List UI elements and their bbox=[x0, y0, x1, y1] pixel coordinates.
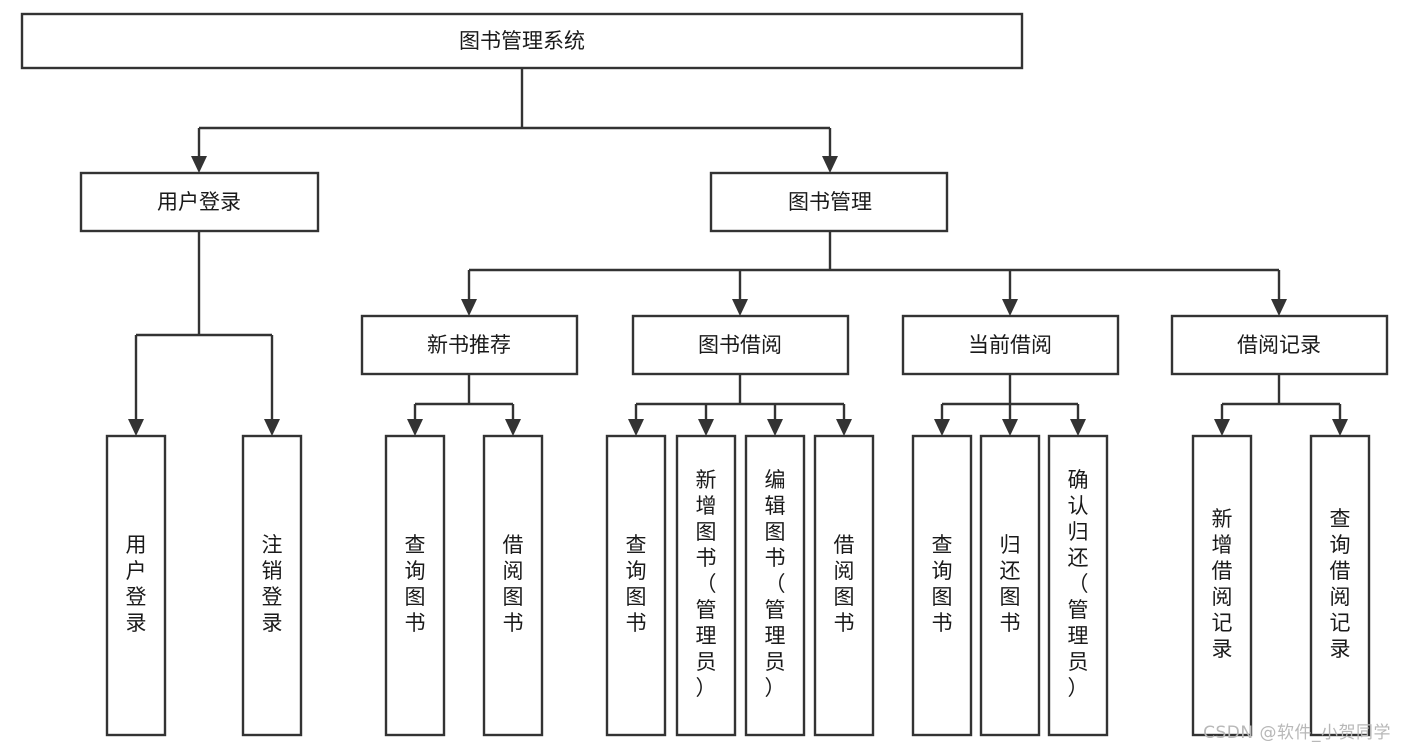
node-leaf-query-book-2[interactable]: 查询图书 bbox=[605, 434, 667, 737]
arrow-head-leaf-add-book bbox=[698, 419, 714, 436]
node-leaf-query-book-3-box[interactable] bbox=[911, 434, 973, 737]
node-leaf-return-book-label: 归还图书 bbox=[1000, 533, 1021, 635]
node-new-book-recommend-label: 新书推荐 bbox=[427, 333, 511, 357]
arrow-head-leaf-confirm-return bbox=[1070, 419, 1086, 436]
node-leaf-user-login-label: 用户登录 bbox=[126, 533, 147, 635]
node-leaf-edit-book-box[interactable] bbox=[744, 434, 806, 737]
node-leaf-confirm-return-label: 确认归还（管理员） bbox=[1068, 468, 1089, 700]
arrow-head-borrow-record bbox=[1271, 299, 1287, 316]
arrow-head-leaf-borrow-book-1 bbox=[505, 419, 521, 436]
node-leaf-edit-book-label: 编辑图书（管理员） bbox=[765, 468, 786, 700]
node-user-login-label: 用户登录 bbox=[157, 190, 241, 214]
node-leaf-add-book-box[interactable] bbox=[675, 434, 737, 737]
node-leaf-borrow-book-1-label: 借阅图书 bbox=[503, 533, 524, 635]
node-leaf-user-logout-box[interactable] bbox=[241, 434, 303, 737]
node-borrow-record[interactable]: 借阅记录 bbox=[1170, 314, 1389, 376]
node-current-borrow-box[interactable] bbox=[901, 314, 1120, 376]
arrow-head-leaf-return-book bbox=[1002, 419, 1018, 436]
node-leaf-add-record-label: 新增借阅记录 bbox=[1212, 507, 1233, 661]
node-leaf-query-record[interactable]: 查询借阅记录 bbox=[1309, 434, 1371, 737]
node-leaf-return-book-box[interactable] bbox=[979, 434, 1041, 737]
node-book-manage-label: 图书管理 bbox=[788, 190, 872, 214]
node-leaf-confirm-return[interactable]: 确认归还（管理员） bbox=[1047, 434, 1109, 737]
arrow-head-leaf-borrow-book-2 bbox=[836, 419, 852, 436]
node-book-manage[interactable]: 图书管理 bbox=[709, 171, 949, 233]
node-leaf-add-book[interactable]: 新增图书（管理员） bbox=[675, 434, 737, 737]
node-book-borrow-label: 图书借阅 bbox=[698, 333, 782, 357]
arrow-head-current-borrow bbox=[1002, 299, 1018, 316]
arrow-head-leaf-query-book-3 bbox=[934, 419, 950, 436]
node-current-borrow[interactable]: 当前借阅 bbox=[901, 314, 1120, 376]
node-leaf-borrow-book-2[interactable]: 借阅图书 bbox=[813, 434, 875, 737]
node-book-borrow-box[interactable] bbox=[631, 314, 850, 376]
arrow-head-book-borrow bbox=[732, 299, 748, 316]
node-leaf-query-book-3-label: 查询图书 bbox=[932, 533, 953, 635]
arrow-head-leaf-add-record bbox=[1214, 419, 1230, 436]
node-leaf-user-logout-label: 注销登录 bbox=[262, 533, 283, 635]
node-leaf-borrow-book-2-box[interactable] bbox=[813, 434, 875, 737]
arrow-head-leaf-user-logout bbox=[264, 419, 280, 436]
arrow-head-user-login bbox=[191, 156, 207, 173]
arrow-head-leaf-user-login bbox=[128, 419, 144, 436]
connector-layer bbox=[128, 68, 1348, 436]
node-leaf-borrow-book-2-label: 借阅图书 bbox=[834, 533, 855, 635]
node-new-book-recommend-box[interactable] bbox=[360, 314, 579, 376]
node-leaf-confirm-return-box[interactable] bbox=[1047, 434, 1109, 737]
node-root-label: 图书管理系统 bbox=[459, 29, 585, 53]
node-user-login[interactable]: 用户登录 bbox=[79, 171, 320, 233]
node-borrow-record-box[interactable] bbox=[1170, 314, 1389, 376]
node-leaf-return-book[interactable]: 归还图书 bbox=[979, 434, 1041, 737]
node-leaf-borrow-book-1-box[interactable] bbox=[482, 434, 544, 737]
node-current-borrow-label: 当前借阅 bbox=[968, 333, 1052, 357]
node-user-login-box[interactable] bbox=[79, 171, 320, 233]
arrow-head-leaf-query-book-1 bbox=[407, 419, 423, 436]
node-leaf-query-book-2-label: 查询图书 bbox=[626, 533, 647, 635]
node-leaf-user-logout[interactable]: 注销登录 bbox=[241, 434, 303, 737]
node-root[interactable]: 图书管理系统 bbox=[20, 12, 1024, 70]
arrow-head-new-book-recommend bbox=[461, 299, 477, 316]
node-leaf-edit-book[interactable]: 编辑图书（管理员） bbox=[744, 434, 806, 737]
arrow-head-leaf-query-record bbox=[1332, 419, 1348, 436]
node-leaf-user-login-box[interactable] bbox=[105, 434, 167, 737]
node-book-manage-box[interactable] bbox=[709, 171, 949, 233]
node-borrow-record-label: 借阅记录 bbox=[1237, 333, 1321, 357]
node-root-box[interactable] bbox=[20, 12, 1024, 70]
arrow-head-leaf-query-book-2 bbox=[628, 419, 644, 436]
node-new-book-recommend[interactable]: 新书推荐 bbox=[360, 314, 579, 376]
node-leaf-query-book-2-box[interactable] bbox=[605, 434, 667, 737]
arrow-head-leaf-edit-book bbox=[767, 419, 783, 436]
node-leaf-add-record-box[interactable] bbox=[1191, 434, 1253, 737]
node-leaf-query-record-box[interactable] bbox=[1309, 434, 1371, 737]
node-leaf-add-record[interactable]: 新增借阅记录 bbox=[1191, 434, 1253, 737]
node-leaf-query-book-1-label: 查询图书 bbox=[405, 533, 426, 635]
node-leaf-add-book-label: 新增图书（管理员） bbox=[696, 468, 717, 700]
node-leaf-query-record-label: 查询借阅记录 bbox=[1330, 507, 1351, 661]
node-leaf-user-login[interactable]: 用户登录 bbox=[105, 434, 167, 737]
arrow-head-book-manage bbox=[822, 156, 838, 173]
node-leaf-borrow-book-1[interactable]: 借阅图书 bbox=[482, 434, 544, 737]
node-leaf-query-book-1[interactable]: 查询图书 bbox=[384, 434, 446, 737]
node-leaf-query-book-1-box[interactable] bbox=[384, 434, 446, 737]
node-book-borrow[interactable]: 图书借阅 bbox=[631, 314, 850, 376]
node-leaf-query-book-3[interactable]: 查询图书 bbox=[911, 434, 973, 737]
